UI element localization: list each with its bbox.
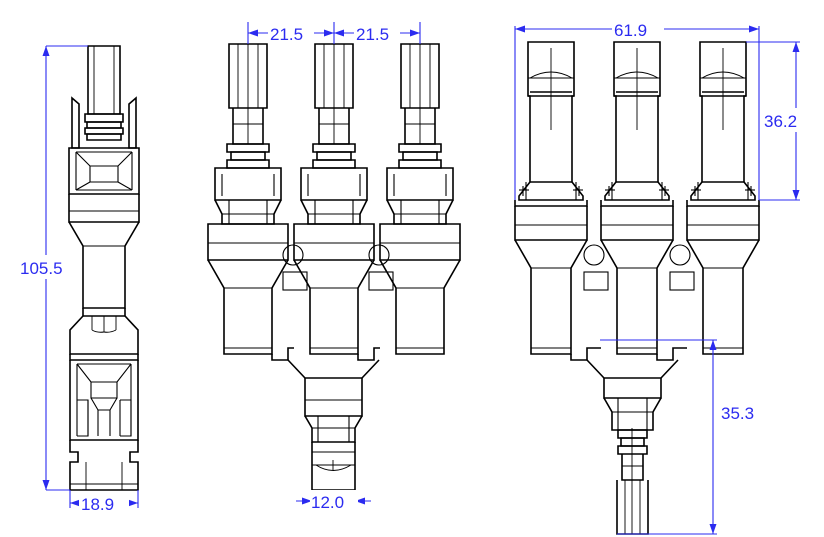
dimension-branch-head-height-text-mask [762,108,812,132]
dimension-overall-width-value: 18.9 [81,495,114,514]
branch-female-a [207,43,289,355]
connector-lower-latch-housing [69,354,139,441]
dimension-trunk-tail-length-text-mask [719,400,771,424]
dimension-branch-span-value: 61.9 [614,21,647,40]
dimension-overall-length-value: 105.5 [20,259,63,278]
dimension-trunk-tail-length: 35.3 [600,339,771,535]
dimension-overall-width-text-mask [79,492,129,514]
dimension-branch-pitch-left-value: 21.5 [270,25,303,44]
dimension-trunk-width-text-mask [310,490,358,512]
branch-male-c [686,41,760,355]
dimension-trunk-tail-length-value: 35.3 [721,404,754,423]
dimension-branch-pitch-right-value: 21.5 [356,25,389,44]
dimension-trunk-width: 12.0 [296,490,371,512]
branch-male-trunk [570,347,687,535]
dimension-branch-span-text-mask [612,18,664,40]
dimension-trunk-width-value: 12.0 [311,493,344,512]
view-three-way-branch-female [207,43,461,491]
dimension-branch-pitch-right-text-mask [354,22,400,44]
dimension-overall-width: 18.9 [69,490,139,514]
branch-female-webs [282,244,394,291]
branch-male-a [514,41,588,355]
connector-collar-ribs [84,113,124,141]
connector-end-cap [69,440,139,491]
dimension-overall-length: 105.5 [18,45,88,491]
dimension-branch-pitch-left: 21.5 [247,22,335,44]
branch-female-trunk [271,347,380,491]
view-single-connector [68,45,140,491]
dimension-branch-head-height: 36.2 [746,41,812,201]
branch-male-b [600,41,674,355]
connector-upper-body [68,194,140,309]
dimension-branch-pitch-left-text-mask [268,22,314,44]
dimension-branch-pitch-right: 21.5 [334,22,421,44]
connector-mid-collar [69,308,139,355]
dimension-overall-length-text-mask [18,255,74,279]
branch-male-webs [583,244,695,291]
dimension-branch-span: 61.9 [514,18,760,200]
dimension-branch-head-height-value: 36.2 [764,112,797,131]
view-three-way-branch-male [514,41,760,535]
